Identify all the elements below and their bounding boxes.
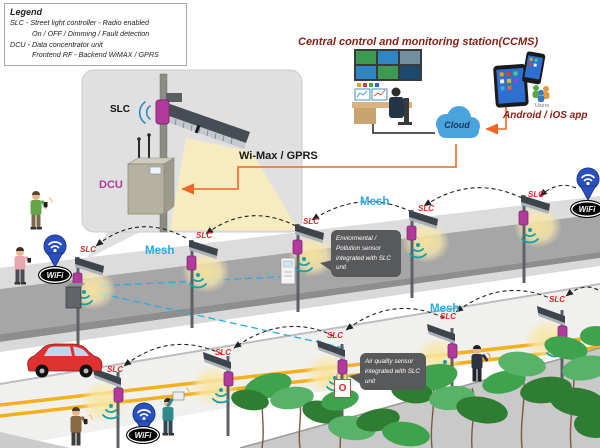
pedestrians — [14, 191, 190, 446]
users-icon — [532, 85, 550, 102]
wimax-label: Wi-Max / GPRS — [239, 150, 318, 162]
air-quality-sensor: O — [334, 379, 351, 398]
inset-slc-box — [155, 99, 170, 125]
tablet-icon — [493, 63, 529, 108]
inset-dcu — [126, 133, 176, 215]
car — [27, 343, 103, 378]
inset-pole — [159, 73, 168, 233]
wifi-badge: WiFi — [570, 200, 600, 218]
legend-line: On / OFF / Dimming / Fault detection — [32, 28, 150, 38]
app-cloud-link — [485, 101, 507, 135]
person — [471, 345, 491, 382]
ccms-title: Central control and monitoring station(C… — [298, 36, 539, 48]
slc-label: SLC — [215, 348, 231, 357]
users-label: Users — [534, 103, 550, 109]
person — [70, 407, 93, 446]
air-sensor-glyph: O — [338, 382, 347, 394]
person — [162, 387, 190, 436]
pollution-sensor-box — [280, 257, 296, 285]
wimax-link — [181, 144, 457, 195]
slc-label: SLC — [80, 245, 96, 254]
plants — [231, 326, 600, 448]
env-sensor-callout: Enviormental / Pollution sensor integrat… — [320, 230, 401, 277]
person — [30, 191, 53, 230]
cloud-label: Cloud — [444, 120, 470, 130]
slc-label: SLC — [196, 231, 212, 240]
slc-label: SLC — [107, 365, 123, 374]
inset-led-fixture — [164, 93, 250, 149]
phone-icon — [522, 51, 546, 85]
mesh-label: Mesh — [145, 245, 175, 257]
slc-label: SLC — [327, 331, 343, 340]
light-cone — [170, 138, 298, 230]
legend-line: Frontend RF - Backend WiMAX / GPRS — [32, 50, 159, 60]
operator-desk — [352, 87, 412, 125]
wifi-pin-icon — [576, 167, 600, 201]
radio-waves-icon — [138, 101, 151, 124]
mesh-label: Mesh — [360, 196, 390, 208]
android-ios-label: Android / iOS app — [503, 110, 588, 121]
legend-title: Legend — [10, 7, 43, 17]
legend-line: DCU - Data concentrator unit — [10, 39, 103, 49]
slc-label: SLC — [528, 190, 544, 199]
slc-label: SLC — [549, 295, 565, 304]
person — [14, 247, 32, 285]
inset-panel — [81, 69, 303, 260]
dcu-label: DCU — [99, 179, 123, 191]
cloud-icon — [436, 106, 480, 138]
slc-label-inset: SLC — [110, 104, 130, 115]
air-sensor-callout: Air quality sensor integrated with SLC u… — [349, 353, 426, 391]
wifi-badge: WiFi — [126, 426, 160, 444]
slc-label: SLC — [303, 217, 319, 226]
mesh-links — [95, 184, 599, 367]
wifi-badge: WiFi — [38, 266, 72, 284]
ccms-station — [352, 49, 422, 125]
legend-box: Legend SLC - Street light controller - R… — [4, 3, 187, 67]
dcu-cabinet — [65, 283, 85, 309]
mesh-label: Mesh — [430, 303, 460, 315]
slc-label: SLC — [418, 204, 434, 213]
operator — [391, 87, 401, 97]
legend-line: SLC - Street light controller - Radio en… — [10, 18, 150, 27]
slc-label: SLC — [440, 312, 456, 321]
mobile-devices — [493, 51, 550, 108]
